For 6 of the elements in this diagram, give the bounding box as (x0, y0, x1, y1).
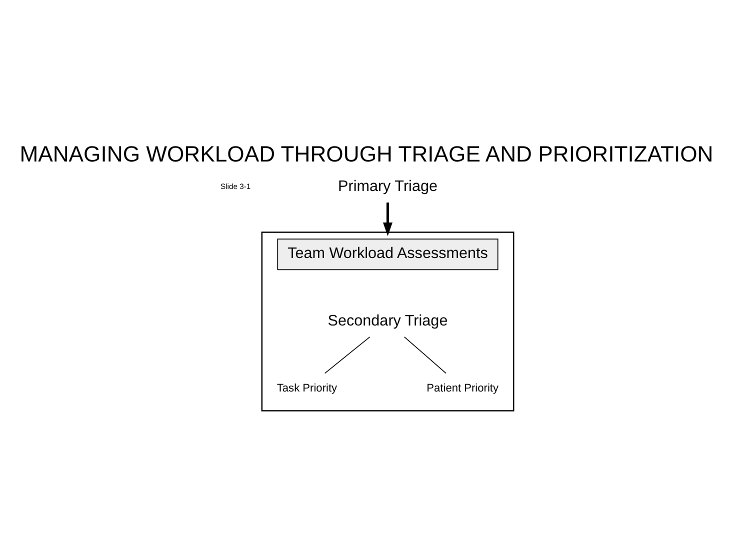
node-text: Patient Priority (426, 382, 499, 395)
node-text: Secondary Triage (328, 312, 448, 330)
node-text: Task Priority (276, 382, 338, 395)
label: Slide 3-1 (220, 182, 251, 192)
node-text: Primary Triage (338, 178, 438, 195)
diagram-title: MANAGING WORKLOAD THROUGH TRIAGE AND PRIORITIZATION (20, 141, 714, 166)
